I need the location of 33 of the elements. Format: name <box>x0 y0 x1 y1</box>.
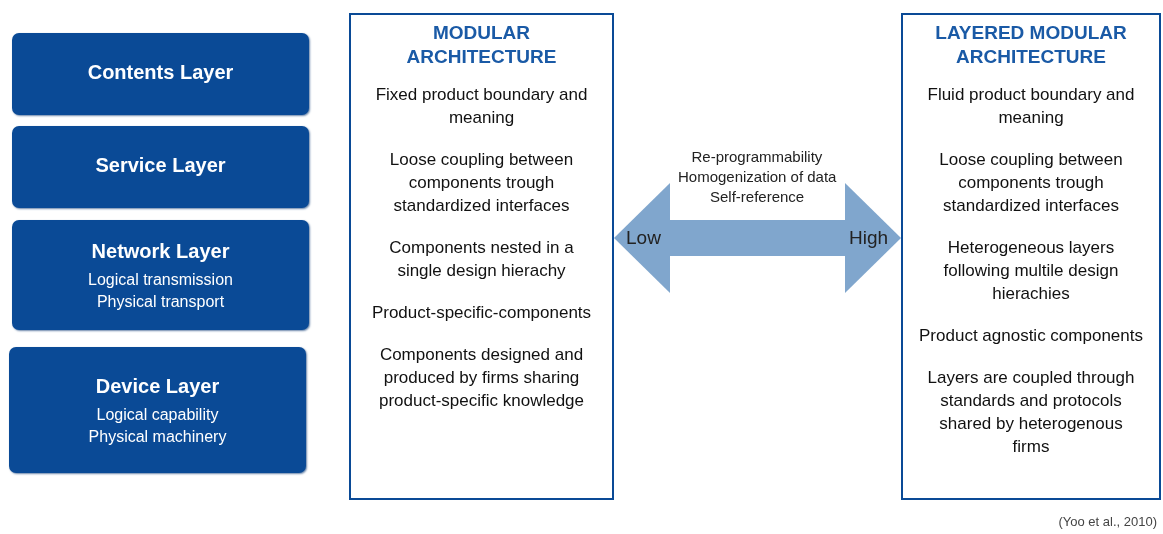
annotation-text: Homogenization of data <box>678 168 837 185</box>
box-text: Components nested in a single design hierachy <box>388 237 575 282</box>
box-text: Loose coupling between components trough standardized interfaces <box>388 149 575 217</box>
layer-box <box>12 220 309 330</box>
box-text: Fluid product boundary and meaning <box>926 84 1136 129</box>
box-text: Fixed product boundary and meaning <box>374 84 589 129</box>
scale-label: High <box>849 227 889 249</box>
annotation-text: Re-programmability <box>691 148 823 165</box>
layer-box <box>12 33 309 115</box>
box-heading: Network Layer <box>91 239 230 263</box>
box-text: Product agnostic components <box>918 325 1144 347</box>
annotation-text: Self-reference <box>710 188 805 205</box>
scale-label: Low <box>626 227 661 249</box>
layer-box <box>12 126 309 208</box>
box-text: Heterogeneous layers following multile design hierachies <box>942 237 1120 305</box>
box-text: Components designed and produced by firms sharing product-specific knowledge <box>377 344 586 412</box>
caption: (Yoo et al., 2010) <box>1058 514 1157 529</box>
box-heading: Service Layer <box>95 153 226 177</box>
architecture-panel <box>901 13 1161 500</box>
box-text: Physical transport <box>96 292 225 311</box>
box-text: Physical machinery <box>88 427 227 446</box>
box-heading: LAYERED MODULAR ARCHITECTURE <box>934 21 1128 69</box>
box-text: Product-specific-components <box>370 302 593 324</box>
box-heading: Contents Layer <box>87 60 234 84</box>
box-text: Logical transmission <box>88 270 233 289</box>
double-arrow <box>614 183 901 293</box>
box-heading: MODULAR ARCHITECTURE <box>405 21 558 69</box>
box-heading: Device Layer <box>95 374 220 398</box>
box-text: Loose coupling between components trough standardized interfaces <box>938 149 1124 217</box>
box-text: Logical capability <box>96 405 219 424</box>
architecture-panel <box>349 13 614 500</box>
layer-box <box>9 347 306 473</box>
box-text: Layers are coupled through standards and protocols shared by heterogenous firms <box>926 367 1136 458</box>
